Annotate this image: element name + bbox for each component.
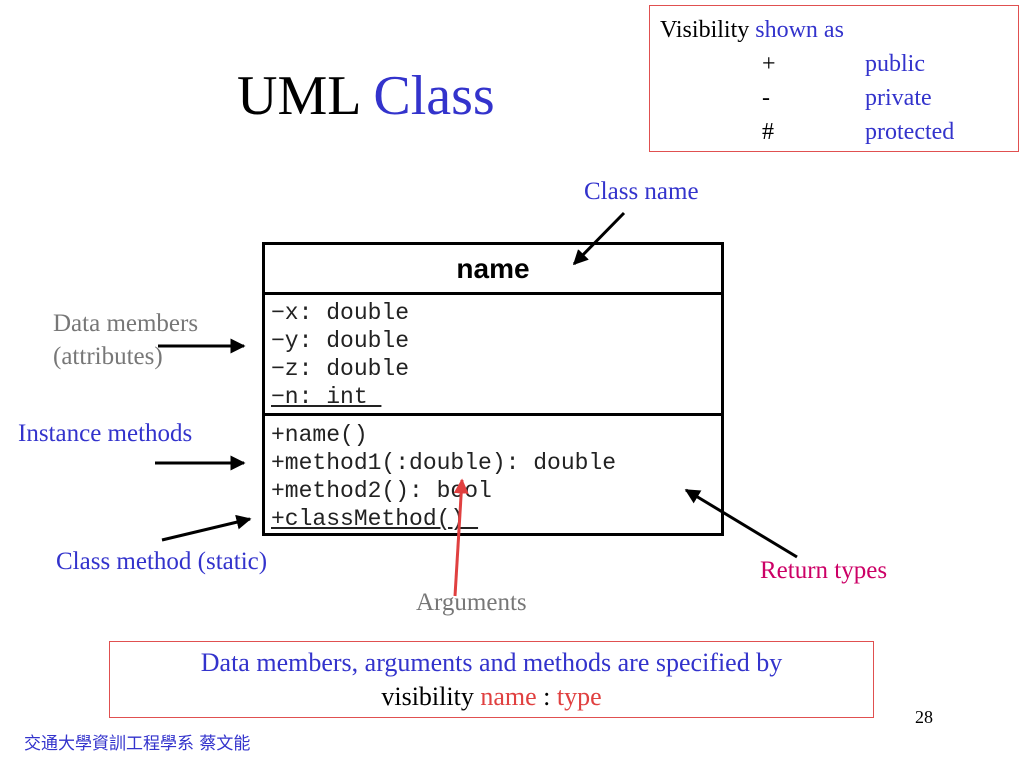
note-name: name xyxy=(480,682,537,711)
uml-attribute: −y: double xyxy=(271,328,410,354)
page-number: 28 xyxy=(915,707,933,727)
visibility-symbol-protected: # xyxy=(762,119,774,145)
footer-author: 交通大學資訓工程學系 蔡文能 xyxy=(24,734,251,754)
uml-method: +method1(:double): double xyxy=(271,450,617,476)
title-accent: Class xyxy=(373,65,495,127)
uml-method: +name() xyxy=(271,422,368,448)
arrow-return-types xyxy=(684,488,798,559)
uml-section-divider xyxy=(265,413,721,416)
uml-attribute-static: −n: int xyxy=(271,384,382,410)
uml-method-static: +classMethod() xyxy=(271,506,479,532)
note-type: type xyxy=(556,682,602,711)
label-data-members-attributes: (attributes) xyxy=(53,343,163,370)
label-data-members: Data members xyxy=(53,310,199,337)
note-line-1: Data members, arguments and methods are … xyxy=(200,648,783,677)
arrow-class-method xyxy=(161,514,252,542)
visibility-meaning-private: private xyxy=(865,85,932,111)
visibility-meaning-protected: protected xyxy=(865,119,955,145)
note-visibility: visibility xyxy=(381,682,474,711)
label-arguments: Arguments xyxy=(416,589,527,616)
label-return-types: Return types xyxy=(760,557,888,584)
note-colon: : xyxy=(536,682,557,711)
specification-note-box: Data members, arguments and methods are … xyxy=(109,641,874,718)
note-line-2: visibility name : type xyxy=(110,680,873,714)
visibility-meaning-public: public xyxy=(865,51,925,77)
arrow-arguments xyxy=(453,478,469,597)
uml-class-name: name xyxy=(265,245,721,295)
visibility-heading: Visibility shown as xyxy=(660,16,844,44)
uml-attribute: −z: double xyxy=(271,356,410,382)
slide-title: UML Class xyxy=(237,64,495,128)
visibility-symbol-private: - xyxy=(762,85,770,111)
uml-class-box: name −x: double −y: double −z: double −n… xyxy=(262,242,724,536)
visibility-symbol-public: + xyxy=(762,51,776,77)
label-instance-methods: Instance methods xyxy=(18,420,193,447)
visibility-heading-accent: shown as xyxy=(755,17,844,43)
title-main: UML xyxy=(237,65,360,127)
visibility-heading-plain: Visibility xyxy=(660,17,750,43)
uml-attribute: −x: double xyxy=(271,300,410,326)
label-class-name: Class name xyxy=(584,178,699,205)
arrow-class-name xyxy=(572,211,626,266)
visibility-legend-box: Visibility shown as + public - private #… xyxy=(649,5,1019,152)
label-class-method: Class method (static) xyxy=(56,548,268,575)
